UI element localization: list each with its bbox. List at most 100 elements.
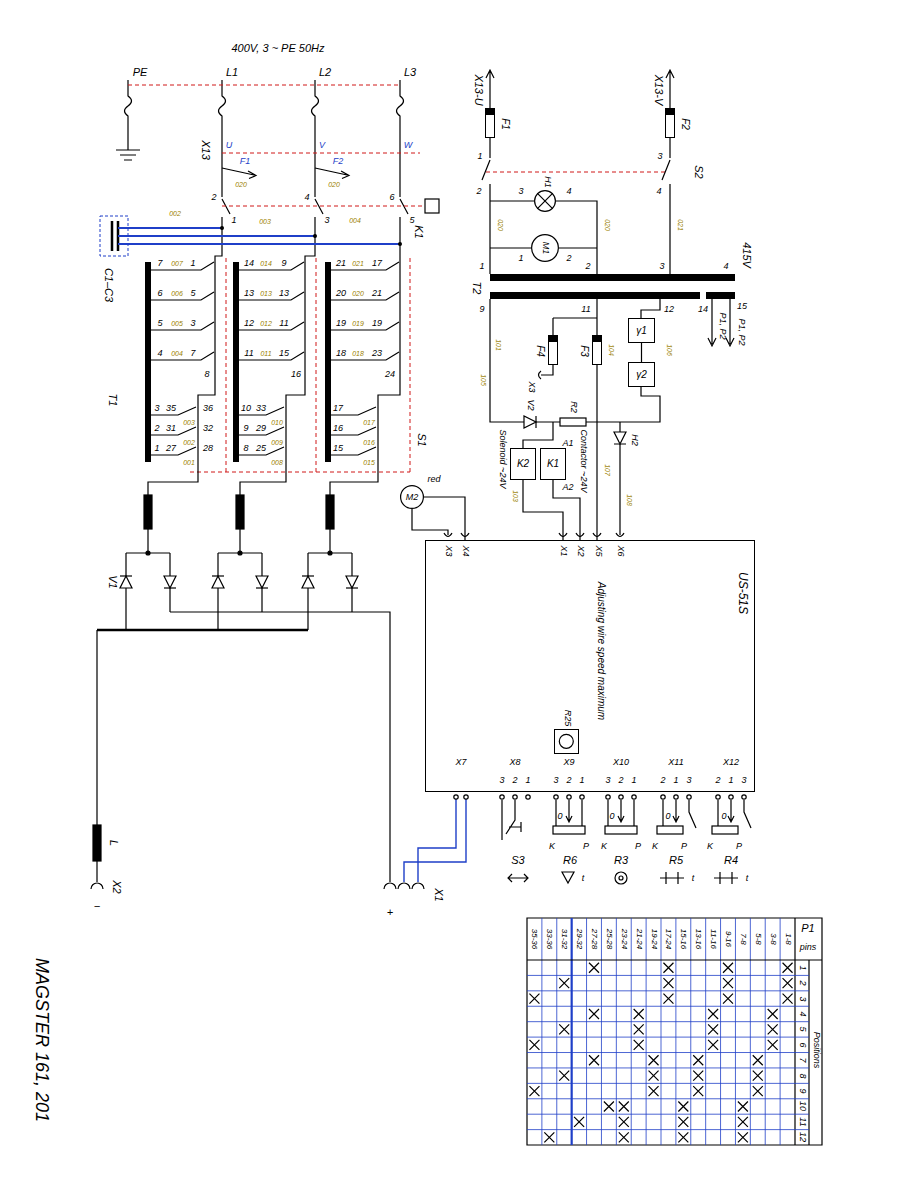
wire-number: 101 <box>495 338 502 352</box>
label-text: X1 <box>433 888 444 901</box>
label-text: 10 <box>798 1101 807 1111</box>
wire-number: 014 <box>259 260 273 267</box>
table-cross <box>574 1117 584 1127</box>
label-text: 13 <box>279 289 289 298</box>
table-cross <box>559 978 569 988</box>
label-text: P <box>583 842 589 851</box>
fuse-symbol: F3 <box>592 335 602 365</box>
table-grid <box>765 918 766 1145</box>
table-grid <box>750 918 751 1145</box>
knob-symbol <box>559 734 573 748</box>
fan-motor: M1 <box>531 234 559 262</box>
table-grid <box>527 990 809 991</box>
label-text: 0 <box>557 812 562 821</box>
label-text: 29-32 <box>575 929 583 949</box>
wire-number: 002 <box>168 210 182 217</box>
label-text: 0 <box>665 812 670 821</box>
label-text: L3 <box>404 67 416 78</box>
label-text: 14 <box>698 305 708 314</box>
label-text: 2 <box>715 776 720 785</box>
label-text: 6 <box>798 1042 807 1047</box>
node-label: γ2 <box>636 370 647 380</box>
label-text: L <box>108 840 119 846</box>
label-text: 8 <box>798 1073 807 1078</box>
terminal-dot <box>606 795 610 799</box>
label-text: 16 <box>333 424 343 433</box>
output-wire <box>97 612 390 882</box>
node-label: K2 <box>517 459 529 469</box>
junction-dot <box>398 242 402 246</box>
table-grid <box>631 918 632 1145</box>
wire-number: 016 <box>362 439 376 446</box>
table-cross <box>589 963 599 973</box>
transformer-core <box>490 274 735 281</box>
diode-symbol <box>256 587 268 588</box>
label-text: X13-U <box>473 74 484 105</box>
table-cross <box>663 963 673 973</box>
transformer-core <box>145 262 151 462</box>
wire-number: 009 <box>270 439 284 446</box>
label-text: 9 <box>281 259 286 268</box>
transformer-core <box>325 262 331 462</box>
wire-number: 008 <box>270 459 284 466</box>
circle-outline <box>532 235 559 262</box>
label-text: 35-36 <box>530 929 538 949</box>
label-text: X1 <box>559 545 568 556</box>
node-label: F1 <box>500 118 510 130</box>
label-text: 1 <box>673 776 678 785</box>
terminal-dot <box>500 795 504 799</box>
terminal-dot <box>674 795 678 799</box>
label-text: 25-28 <box>605 929 613 949</box>
node-label: R25 <box>563 710 572 727</box>
label-text: 8 <box>243 444 248 453</box>
control-wire <box>614 432 626 444</box>
label-text: 2 <box>476 187 481 196</box>
label-text: 5 <box>798 1027 807 1032</box>
label-text: 2 <box>154 424 159 433</box>
diode-symbol <box>212 575 224 576</box>
label-text: 13 <box>244 289 254 298</box>
choke-winding <box>144 495 152 529</box>
fuse-band <box>549 336 557 342</box>
label-text: 3 <box>154 404 159 413</box>
wire-connector <box>641 343 642 362</box>
label-text: R4 <box>724 855 738 866</box>
wire-connector <box>424 497 465 540</box>
table-grid <box>780 918 781 1145</box>
table-grid <box>705 918 706 1145</box>
label-text: X12 <box>723 758 739 767</box>
node-label: H1 <box>543 176 552 188</box>
table-border <box>527 918 822 1145</box>
label-text: Positions <box>812 1032 821 1069</box>
diode-symbol <box>164 587 176 588</box>
thermal-switch: γ1 <box>628 318 655 343</box>
label-text: K <box>707 842 713 851</box>
control-element <box>712 826 738 834</box>
rectifier-wire <box>218 529 262 630</box>
table-cross <box>723 963 733 973</box>
label-text: 1-8 <box>784 933 792 945</box>
table-grid <box>556 918 557 1145</box>
label-text: X3 <box>444 545 453 556</box>
terminal-dot <box>716 795 720 799</box>
diode-symbol <box>302 575 314 576</box>
wire-number: 018 <box>351 350 365 357</box>
control-element <box>660 872 684 884</box>
circle-outline <box>534 190 556 212</box>
control-wire <box>486 70 674 108</box>
label-text: 3-8 <box>769 933 777 945</box>
label-text: 9 <box>798 1089 807 1094</box>
wire-number: 104 <box>608 343 615 357</box>
label-text: L1 <box>226 67 238 78</box>
label-text: V <box>319 141 325 150</box>
table-cross <box>768 1040 778 1050</box>
label-text: 23 <box>372 349 382 358</box>
table-grid <box>586 918 587 1145</box>
table-cross <box>678 1132 688 1142</box>
control-element <box>553 826 585 834</box>
label-text: L2 <box>319 67 331 78</box>
label-text: 16 <box>291 370 301 379</box>
control-wire <box>412 509 448 535</box>
